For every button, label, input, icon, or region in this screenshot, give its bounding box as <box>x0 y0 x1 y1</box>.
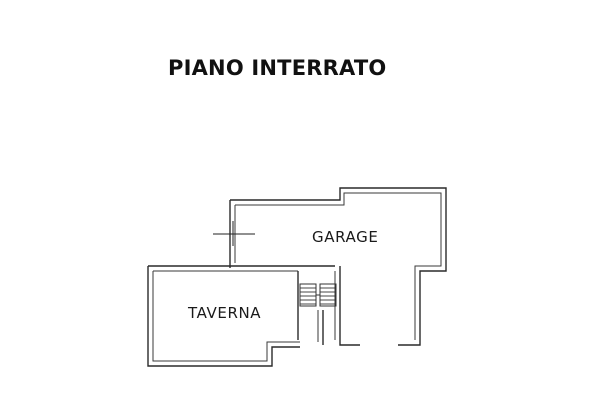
stairs <box>299 283 337 307</box>
room-label-taverna: TAVERNA <box>187 304 261 322</box>
section-mark <box>213 221 255 246</box>
taverna-walls <box>147 265 335 367</box>
floor-title: PIANO INTERRATO <box>168 56 387 80</box>
room-label-garage: GARAGE <box>312 228 378 246</box>
